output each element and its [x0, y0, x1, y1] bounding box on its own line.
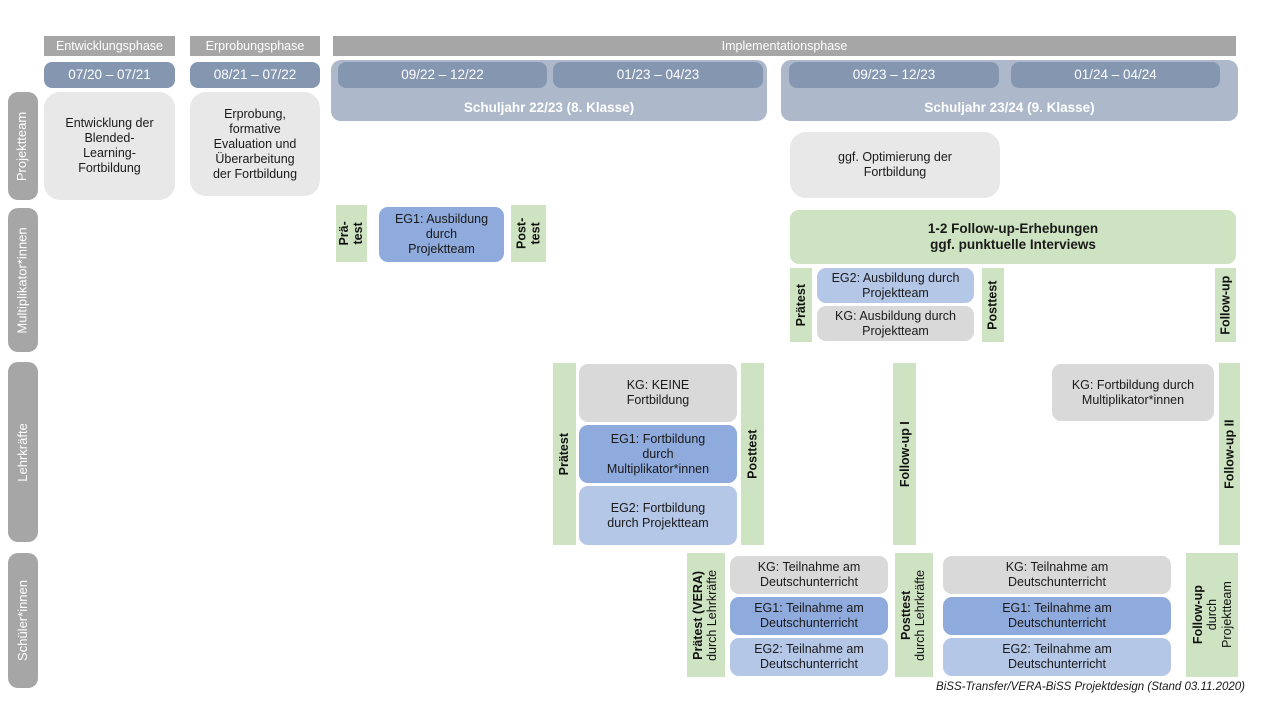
bar-praetest-multiplikator-1: Prä- test [336, 205, 367, 262]
bar-followup1-lehrkraefte: Follow-up I [893, 363, 916, 545]
followup2-text: Follow-up II [1222, 419, 1237, 489]
followup-text: Follow-up [1190, 585, 1205, 645]
phase-bar-erprobung: Erprobungsphase [190, 36, 320, 56]
praetest-vera-subtext: durch Lehrkräfte [706, 569, 720, 661]
row-label-multiplikatorinnen: Multiplikator*innen [8, 208, 38, 352]
posttest-line1: Post- [514, 217, 529, 250]
box-kg-keine-fortbildung: KG: KEINE Fortbildung [579, 364, 737, 422]
box-eg1-teilnahme-1: EG1: Teilnahme am Deutschunterricht [730, 597, 888, 635]
bar-posttest-schueler: Posttest durch Lehrkräfte [895, 553, 933, 677]
box-eg2-fortbildung-projektteam: EG2: Fortbildung durch Projektteam [579, 486, 737, 545]
praetest-line1: Prä- [337, 221, 352, 246]
box-eg1-ausbildung-projektteam: EG1: Ausbildung durch Projektteam [379, 207, 504, 262]
date-bar-0821-0722: 08/21 – 07/22 [190, 62, 320, 88]
bar-posttest-multiplikator-1: Post- test [511, 205, 546, 262]
followup-subtext-1: durch [1204, 599, 1219, 631]
bar-posttest-multiplikator-2: Posttest [982, 268, 1004, 342]
schoolyear-label-22-23: Schuljahr 22/23 (8. Klasse) [463, 100, 635, 115]
box-erprobung-evaluation: Erprobung, formative Evaluation und Über… [190, 92, 320, 196]
bar-followup-schueler: Follow-up durch Projektteam [1186, 553, 1238, 677]
box-followup-erhebungen-info: 1-2 Follow-up-Erhebungen ggf. punktuelle… [790, 210, 1236, 264]
posttest-subtext: durch Lehrkräfte [914, 569, 928, 661]
praetest-text: Prätest [557, 432, 572, 476]
followup-subtext-2: Projektteam [1219, 581, 1234, 649]
date-bar-0922-1222: 09/22 – 12/22 [338, 62, 547, 88]
posttest-line2: test [528, 222, 543, 245]
schoolyear-label-23-24: Schuljahr 23/24 (9. Klasse) [924, 100, 1095, 115]
box-eg1-fortbildung-multiplikatoren: EG1: Fortbildung durch Multiplikator*inn… [579, 425, 737, 483]
date-bar-0923-1223: 09/23 – 12/23 [789, 62, 999, 88]
praetest-vera-text: Prätest (VERA) [691, 570, 706, 660]
posttest-text: Posttest [899, 590, 914, 640]
date-bar-0720-0721: 07/20 – 07/21 [44, 62, 175, 88]
bar-praetest-lehrkraefte: Prätest [553, 363, 576, 545]
box-eg1-teilnahme-2: EG1: Teilnahme am Deutschunterricht [943, 597, 1171, 635]
followup-text: Follow-up [1218, 275, 1233, 335]
phase-bar-entwicklung: Entwicklungsphase [44, 36, 175, 56]
box-kg-teilnahme-1: KG: Teilnahme am Deutschunterricht [730, 556, 888, 594]
bar-followup2-lehrkraefte: Follow-up II [1219, 363, 1240, 545]
row-label-schuelerinnen: Schüler*innen [8, 553, 38, 688]
box-kg-teilnahme-2: KG: Teilnahme am Deutschunterricht [943, 556, 1171, 594]
bar-praetest-vera-schueler: Prätest (VERA) durch Lehrkräfte [687, 553, 725, 677]
row-label-projektteam: Projektteam [8, 92, 38, 200]
bar-posttest-lehrkraefte: Posttest [741, 363, 764, 545]
phase-bar-implementation: Implementationsphase [333, 36, 1236, 56]
date-bar-0123-0423: 01/23 – 04/23 [553, 62, 763, 88]
row-label-schuelerinnen-text: Schüler*innen [14, 580, 30, 661]
footer-credit: BiSS-Transfer/VERA-BiSS Projektdesign (S… [936, 681, 1245, 693]
row-label-multiplikatorinnen-text: Multiplikator*innen [14, 226, 30, 334]
row-label-lehrkraefte: Lehrkräfte [8, 362, 38, 542]
followup1-text: Follow-up I [897, 421, 912, 487]
praetest-line2: test [351, 222, 366, 245]
posttest-text: Posttest [745, 429, 760, 479]
box-optimierung-fortbildung: ggf. Optimierung der Fortbildung [790, 132, 1000, 198]
bar-praetest-multiplikator-2: Prätest [790, 268, 812, 342]
box-eg2-ausbildung-projektteam: EG2: Ausbildung durch Projektteam [817, 268, 974, 303]
row-label-lehrkraefte-text: Lehrkräfte [14, 422, 30, 482]
box-eg2-teilnahme-1: EG2: Teilnahme am Deutschunterricht [730, 638, 888, 676]
row-label-projektteam-text: Projektteam [14, 111, 30, 181]
praetest-text: Prätest [793, 283, 808, 327]
date-bar-0124-0424: 01/24 – 04/24 [1011, 62, 1220, 88]
box-kg-fortbildung-multiplikatoren: KG: Fortbildung durch Multiplikator*inne… [1052, 364, 1214, 421]
posttest-text: Posttest [985, 280, 1000, 330]
bar-followup-multiplikator: Follow-up [1215, 268, 1236, 342]
box-eg2-teilnahme-2: EG2: Teilnahme am Deutschunterricht [943, 638, 1171, 676]
box-kg-ausbildung-projektteam: KG: Ausbildung durch Projektteam [817, 306, 974, 341]
box-entwicklung-fortbildung: Entwicklung der Blended- Learning- Fortb… [44, 92, 175, 200]
